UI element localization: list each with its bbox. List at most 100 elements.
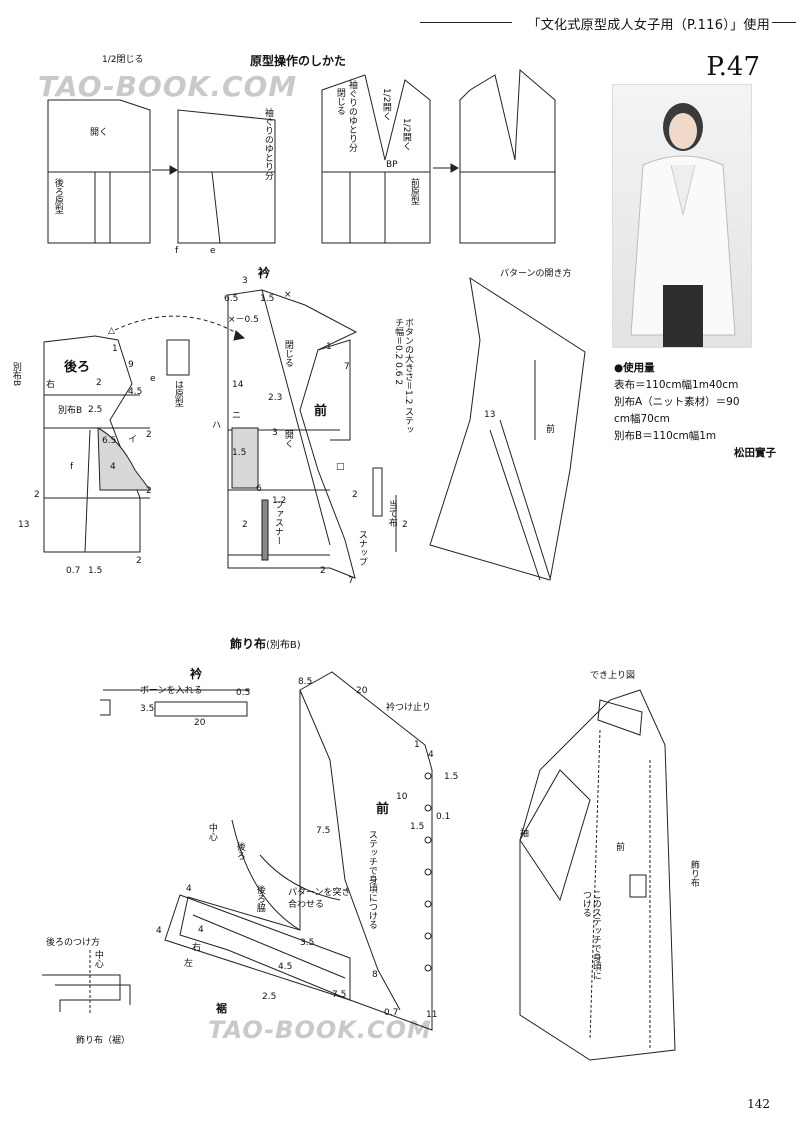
attach-line-1 [42, 975, 120, 1012]
deco-button-6 [424, 932, 432, 940]
deco-collar-end [100, 700, 110, 715]
main-ha2: ハ [212, 421, 222, 431]
main-dashed-arrow-head [234, 331, 244, 340]
main-front-piece [228, 290, 356, 578]
deco-v05: 0.5 [236, 688, 251, 698]
materials-box: ●使用量 表布＝110cm幅1m40cm 別布A（ニット素材）＝90 cm幅70… [614, 360, 784, 462]
main-front-fastener [262, 500, 268, 560]
dim: 13 [18, 520, 30, 530]
main-ha: は原型 [172, 380, 183, 407]
open-split-1 [500, 420, 550, 578]
main-right: 右 [46, 380, 56, 390]
main-front-diag [262, 290, 330, 545]
dim: 4 [110, 462, 116, 472]
dim: 2 [352, 490, 358, 500]
main-betsu-b: 別布B [10, 362, 21, 387]
deco-collar: 衿 [190, 667, 203, 681]
deco-button-4 [424, 868, 432, 876]
watermark-bottom: TAO-BOOK.COM [208, 1016, 432, 1044]
deco-collar-strip [155, 702, 247, 716]
dim: 2 [146, 430, 152, 440]
attach-deco-hem: 飾り布（裾） [76, 1036, 131, 1046]
op-open-half2: 1/2開く [400, 118, 411, 151]
fin-sleeve [520, 770, 590, 900]
page-folio: 142 [747, 1097, 770, 1111]
main-atenuno-label: 当て布 [386, 500, 397, 527]
main-fastener: ファスナー [272, 500, 283, 545]
op-back-draft-2 [178, 110, 275, 243]
deco-stitch-line [300, 690, 400, 1010]
header-rule-left [420, 22, 512, 23]
deco-v11: 11 [426, 1010, 438, 1020]
main-collar: 衿 [258, 266, 271, 280]
dim: f [70, 462, 74, 472]
model-photo-figure [613, 103, 751, 347]
attach-line-2 [55, 985, 130, 1005]
deco-backside-curve [260, 855, 340, 900]
dim: 3 [272, 428, 278, 438]
deco-v75: 7.5 [316, 826, 331, 836]
attach-title: 後ろのつけ方 [46, 938, 101, 948]
fin-sleeve-label: 袖 [520, 829, 530, 839]
operation-title: 原型操作のしかた [250, 54, 347, 68]
fin-front-label: 前 [616, 843, 626, 853]
deco-v4d: 4 [198, 925, 204, 935]
dim: 2 [136, 556, 142, 566]
deco-left: 左 [184, 959, 194, 969]
deco-v35b: 3.5 [300, 938, 315, 948]
op-arrow-1-head [170, 166, 177, 174]
deco-stitch: ステッチで身頃につける [366, 830, 377, 929]
dim: 2 [402, 520, 408, 530]
dim: △ [108, 326, 115, 336]
dim: 13 [484, 410, 496, 420]
dim: ×－0.5 [228, 315, 259, 325]
main-back-hatch [98, 428, 150, 490]
deco-center: 中心 [206, 823, 217, 841]
op-open: 開く [90, 128, 109, 138]
dim: 1.5 [232, 448, 247, 458]
dim: 14 [232, 380, 244, 390]
op-close-half: 1/2閉じる [102, 55, 144, 65]
deco-v8: 8 [372, 970, 378, 980]
main-dashed-arrow [115, 316, 240, 335]
dim: 6.5 [102, 436, 117, 446]
deco-v4c: 4 [156, 926, 162, 936]
dim: 2.5 [88, 405, 103, 415]
fin-pocket [630, 875, 646, 897]
dim: 6.5 [224, 294, 239, 304]
deco-v10: 10 [396, 792, 408, 802]
op-f: f [175, 246, 179, 256]
main-front: 前 [314, 404, 328, 419]
fin-seam [590, 730, 600, 1040]
main-button-note: ボタンの大きさ＝1.2 ステッチ幅＝0.2 0.6 2 [393, 318, 413, 435]
materials-line: 別布B＝110cm幅1m [614, 430, 717, 442]
main-open: 開く [282, 430, 293, 448]
op-sleeve-ease: 袖ぐりのゆとり分 [262, 108, 273, 180]
dim: 3 [242, 276, 248, 286]
deco-front-piece [180, 672, 432, 1030]
dim: 1 [326, 342, 332, 352]
deco-button-1 [424, 772, 432, 780]
fin-stitch-label: このステッチで身頃につける [580, 890, 601, 980]
deco-button-2 [424, 804, 432, 812]
op-ease2: 袖ぐりのゆとり分 [346, 80, 357, 152]
deco-v4: 4 [428, 750, 434, 760]
main-back: 後ろ [64, 360, 91, 375]
open-title: パターンの開き方 [500, 269, 572, 279]
deco-v4b: 4 [186, 884, 192, 894]
op-back-2-dart [212, 172, 220, 243]
dim: e [150, 374, 156, 384]
main-atenuno [373, 468, 382, 516]
dim: 1.5 [260, 294, 275, 304]
deco-v85: 8.5 [298, 677, 313, 687]
open-split-2 [490, 430, 540, 580]
deco-v75b: 7.5 [332, 990, 347, 1000]
main-betsu-b2: 別布B [58, 406, 83, 416]
deco-hem-inner [193, 915, 345, 978]
dim: □ [336, 462, 345, 472]
watermark-top: TAO-BOOK.COM [38, 70, 298, 103]
attach-center: 中心 [92, 950, 103, 968]
deco-pattern-join: パターンを突き合わせる [288, 888, 351, 910]
deco-front: 前 [376, 802, 390, 817]
fin-collar [598, 700, 642, 735]
